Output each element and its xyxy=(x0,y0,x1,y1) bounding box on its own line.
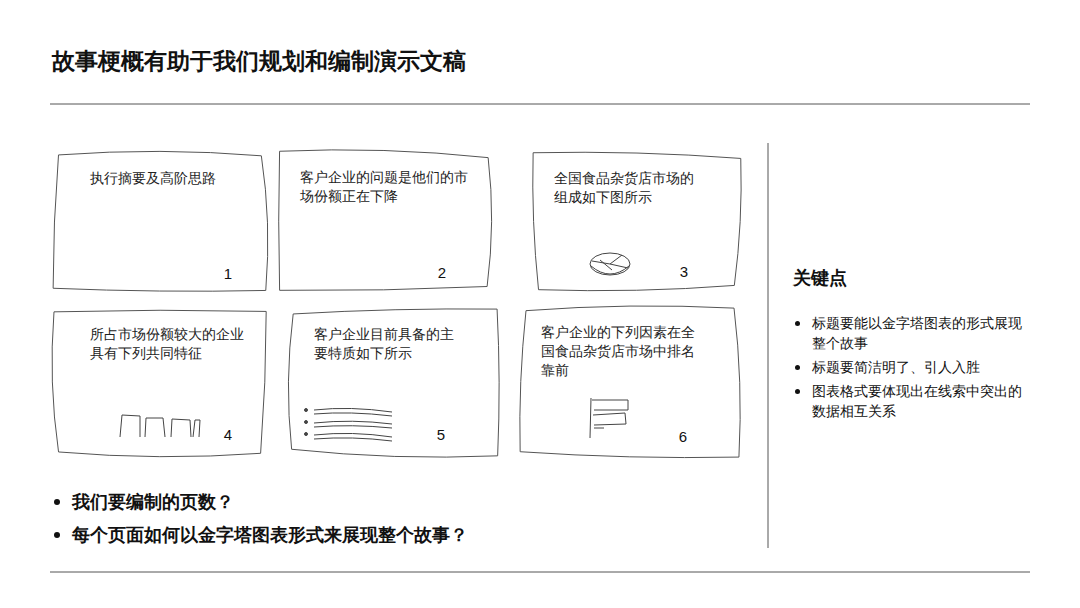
page-number: 5 xyxy=(437,426,445,443)
bullet-text: 标题要能以金字塔图表的形式展现整个故事 xyxy=(812,313,1030,353)
card-heading: 全国食品杂货店市场的组成如下图所示 xyxy=(554,169,704,207)
bullet-dot xyxy=(795,321,800,326)
card-heading: 所占市场份额较大的企业具有下列共同特征 xyxy=(90,325,250,363)
sketch-card: 客户企业目前具备的主要特质如下所示 5 xyxy=(290,309,500,455)
card-heading: 执行摘要及高阶思路 xyxy=(90,169,250,188)
sketch-card: 所占市场份额较大的企业具有下列共同特征 4 xyxy=(54,309,266,455)
panel-heading: 关键点 xyxy=(793,266,913,290)
bullet-text: 我们要编制的页数？ xyxy=(72,489,732,515)
bullet-dot xyxy=(54,532,60,538)
bullet-text: 每个页面如何以金字塔图表形式来展现整个故事？ xyxy=(72,522,732,548)
page-number: 3 xyxy=(680,263,688,280)
sketch-card: 客户企业的问题是他们的市场份额正在下降 2 xyxy=(278,152,490,291)
page-number: 1 xyxy=(224,265,232,282)
page-number: 4 xyxy=(224,426,232,443)
card-heading: 客户企业的下列因素在全国食品杂货店市场中排名靠前 xyxy=(541,323,706,380)
sketch-card: 全国食品杂货店市场的组成如下图所示 3 xyxy=(534,153,740,290)
bullet-text: 标题要简洁明了、引人入胜 xyxy=(812,357,1030,377)
card-heading: 客户企业的问题是他们的市场份额正在下降 xyxy=(300,168,470,206)
sketch-card: 客户企业的下列因素在全国食品杂货店市场中排名靠前 6 xyxy=(521,307,739,457)
bullet-text: 图表格式要体现出在线索中突出的数据相互关系 xyxy=(812,381,1030,421)
bullet-dot xyxy=(795,389,800,394)
slide-title: 故事梗概有助于我们规划和编制演示文稿 xyxy=(52,46,466,77)
card-heading: 客户企业目前具备的主要特质如下所示 xyxy=(314,325,464,363)
bullet-dot xyxy=(54,499,60,505)
bullet-dot xyxy=(795,365,800,370)
sketch-card: 执行摘要及高阶思路 1 xyxy=(54,153,266,292)
page-number: 2 xyxy=(438,264,446,281)
page-number: 6 xyxy=(679,428,687,445)
